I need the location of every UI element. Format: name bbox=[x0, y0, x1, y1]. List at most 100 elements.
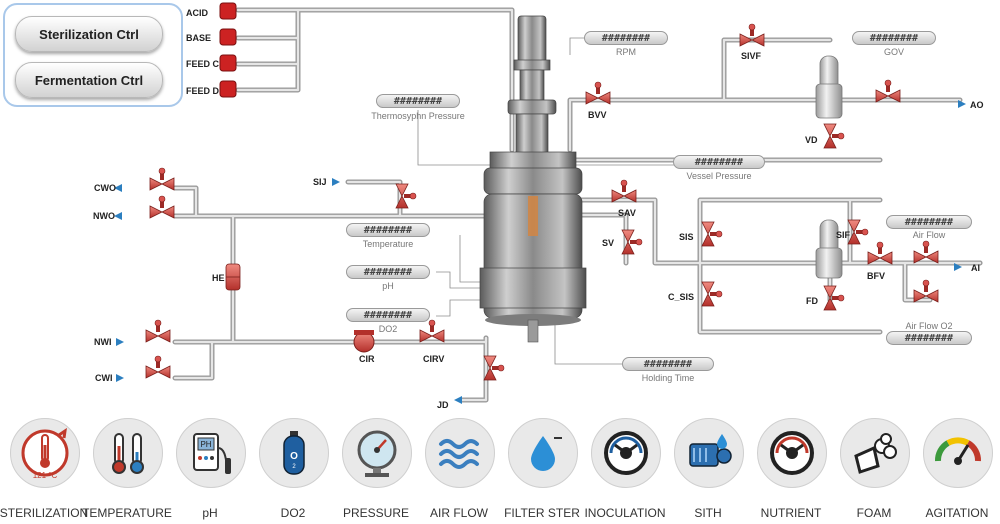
fermentation-ctrl-button[interactable]: Fermentation Ctrl bbox=[15, 62, 163, 98]
cir-label: CIR bbox=[359, 354, 375, 364]
feed-c-label: FEED C bbox=[186, 59, 220, 69]
gov-valve-icon[interactable] bbox=[875, 79, 901, 103]
temperature-readout: ######## bbox=[346, 223, 430, 237]
holding-time-caption: Holding Time bbox=[641, 373, 695, 383]
nav-label: NUTRIENT bbox=[760, 506, 822, 520]
sif-label: SIF bbox=[836, 230, 851, 240]
bvv-label: BVV bbox=[588, 110, 607, 120]
feed-c-lamp bbox=[219, 54, 237, 72]
acid-lamp bbox=[219, 2, 237, 20]
nav-temperature[interactable]: TEMPERATURE bbox=[82, 412, 172, 524]
air-flow-o2-caption: Air Flow O2 bbox=[905, 321, 953, 331]
nav-label: pH bbox=[202, 506, 218, 520]
sav-label: SAV bbox=[618, 208, 636, 218]
nav-pressure[interactable]: PRESSURE bbox=[332, 412, 414, 524]
nav-air-flow[interactable]: AIR FLOW bbox=[415, 412, 497, 524]
vd-valve-icon[interactable] bbox=[823, 123, 845, 149]
nwo-valve-icon[interactable] bbox=[149, 195, 175, 219]
nav-do2[interactable]: O 2 DO2 bbox=[249, 412, 331, 524]
nav-label: DO2 bbox=[280, 506, 306, 520]
nav-label: FILTER STER bbox=[504, 506, 580, 520]
rpm-readout: ######## bbox=[584, 31, 668, 45]
nav-label: SITH bbox=[694, 506, 722, 520]
c-sis-label: C_SIS bbox=[668, 292, 695, 302]
water-drop-icon bbox=[508, 418, 578, 488]
nav-label: TEMPERATURE bbox=[82, 506, 172, 520]
c-sis-valve-icon[interactable] bbox=[701, 281, 723, 307]
bottom-nav: 121 °C STERILIZATION TEMPERATURE PH bbox=[0, 412, 1000, 524]
ph-meter-icon: PH bbox=[176, 418, 246, 488]
nav-label: AIR FLOW bbox=[429, 506, 488, 520]
air-flow-o2-readout: ######## bbox=[886, 331, 972, 345]
oxygen-cylinder-icon: O 2 bbox=[259, 418, 329, 488]
sif-valve-icon[interactable] bbox=[847, 219, 869, 245]
fd-label: FD bbox=[806, 296, 818, 306]
peristaltic-pump-icon bbox=[591, 418, 661, 488]
nav-foam[interactable]: FOAM bbox=[830, 412, 912, 524]
cirv-valve-icon[interactable] bbox=[419, 319, 445, 343]
ai-label: AI bbox=[971, 263, 980, 273]
nav-sterilization[interactable]: 121 °C STERILIZATION bbox=[0, 412, 88, 524]
sij-label: SIJ bbox=[313, 177, 327, 187]
bfv-valve-icon[interactable] bbox=[867, 241, 893, 265]
motor-pump-icon bbox=[674, 418, 744, 488]
air-flow-caption: Air Flow bbox=[912, 230, 946, 240]
sv-valve-icon[interactable] bbox=[621, 229, 643, 255]
nav-label: AGITATION bbox=[925, 506, 989, 520]
nav-label: STERILIZATION bbox=[0, 506, 89, 520]
heat-exchanger[interactable] bbox=[225, 263, 241, 291]
sis-label: SIS bbox=[679, 232, 694, 242]
sij-valve-icon[interactable] bbox=[395, 183, 417, 209]
nav-filter-ster[interactable]: FILTER STER bbox=[498, 412, 580, 524]
nav-inoculation[interactable]: INOCULATION bbox=[581, 412, 666, 524]
holding-time-readout: ######## bbox=[622, 357, 714, 371]
thermosyphn-readout: ######## bbox=[376, 94, 460, 108]
svg-text:2: 2 bbox=[292, 464, 296, 470]
rpm-caption: RPM bbox=[616, 47, 636, 57]
vessel-pressure-readout: ######## bbox=[673, 155, 765, 169]
sivf-valve-icon[interactable] bbox=[739, 23, 765, 47]
valve-group[interactable] bbox=[145, 23, 939, 381]
bvv-valve-icon[interactable] bbox=[585, 81, 611, 105]
nav-label: INOCULATION bbox=[584, 506, 666, 520]
cwo-valve-icon[interactable] bbox=[149, 167, 175, 191]
gov-readout: ######## bbox=[852, 31, 936, 45]
gov-caption: GOV bbox=[883, 47, 904, 57]
air-flow-o2-valve-icon[interactable] bbox=[913, 279, 939, 303]
pipe-network bbox=[172, 7, 983, 403]
control-panel: Sterilization Ctrl Fermentation Ctrl bbox=[3, 3, 183, 107]
air-flow-valve-icon[interactable] bbox=[913, 240, 939, 264]
he-label: HE bbox=[212, 273, 225, 283]
vd-label: VD bbox=[805, 135, 818, 145]
svg-text:O: O bbox=[290, 451, 298, 462]
nav-agitation[interactable]: AGITATION bbox=[913, 412, 995, 524]
nav-nutrient[interactable]: NUTRIENT bbox=[747, 412, 829, 524]
acid-label: ACID bbox=[186, 8, 208, 18]
fd-valve-icon[interactable] bbox=[823, 285, 845, 311]
jd-valve-icon[interactable] bbox=[483, 355, 505, 381]
sav-valve-icon[interactable] bbox=[611, 179, 637, 203]
sterilization-ctrl-button[interactable]: Sterilization Ctrl bbox=[15, 16, 163, 52]
feed-lamps[interactable] bbox=[219, 2, 237, 98]
do2-readout: ######## bbox=[346, 308, 430, 322]
air-flow-waves-icon bbox=[425, 418, 495, 488]
cwi-valve-icon[interactable] bbox=[145, 355, 171, 379]
svg-text:PH: PH bbox=[200, 440, 211, 449]
thermosyphn-caption: Thermosyphn Pressure bbox=[371, 111, 465, 121]
temperature-caption: Temperature bbox=[362, 239, 414, 249]
cwo-label: CWO bbox=[94, 183, 116, 193]
nav-sith[interactable]: SITH bbox=[664, 412, 746, 524]
nutrient-pump-icon bbox=[757, 418, 827, 488]
sis-valve-icon[interactable] bbox=[701, 221, 723, 247]
nwi-valve-icon[interactable] bbox=[145, 319, 171, 343]
exhaust-filter[interactable] bbox=[815, 55, 843, 119]
inlet-filter[interactable] bbox=[815, 219, 843, 279]
bioreactor-vessel[interactable] bbox=[479, 15, 587, 343]
circulation-pump[interactable] bbox=[353, 330, 375, 353]
do2-caption: DO2 bbox=[378, 324, 398, 334]
nav-ph[interactable]: PH pH bbox=[166, 412, 248, 524]
nwo-label: NWO bbox=[93, 211, 115, 221]
sterilization-thermometer-icon: 121 °C bbox=[10, 418, 80, 488]
svg-text:121 °C: 121 °C bbox=[33, 471, 58, 480]
thermometers-icon bbox=[93, 418, 163, 488]
